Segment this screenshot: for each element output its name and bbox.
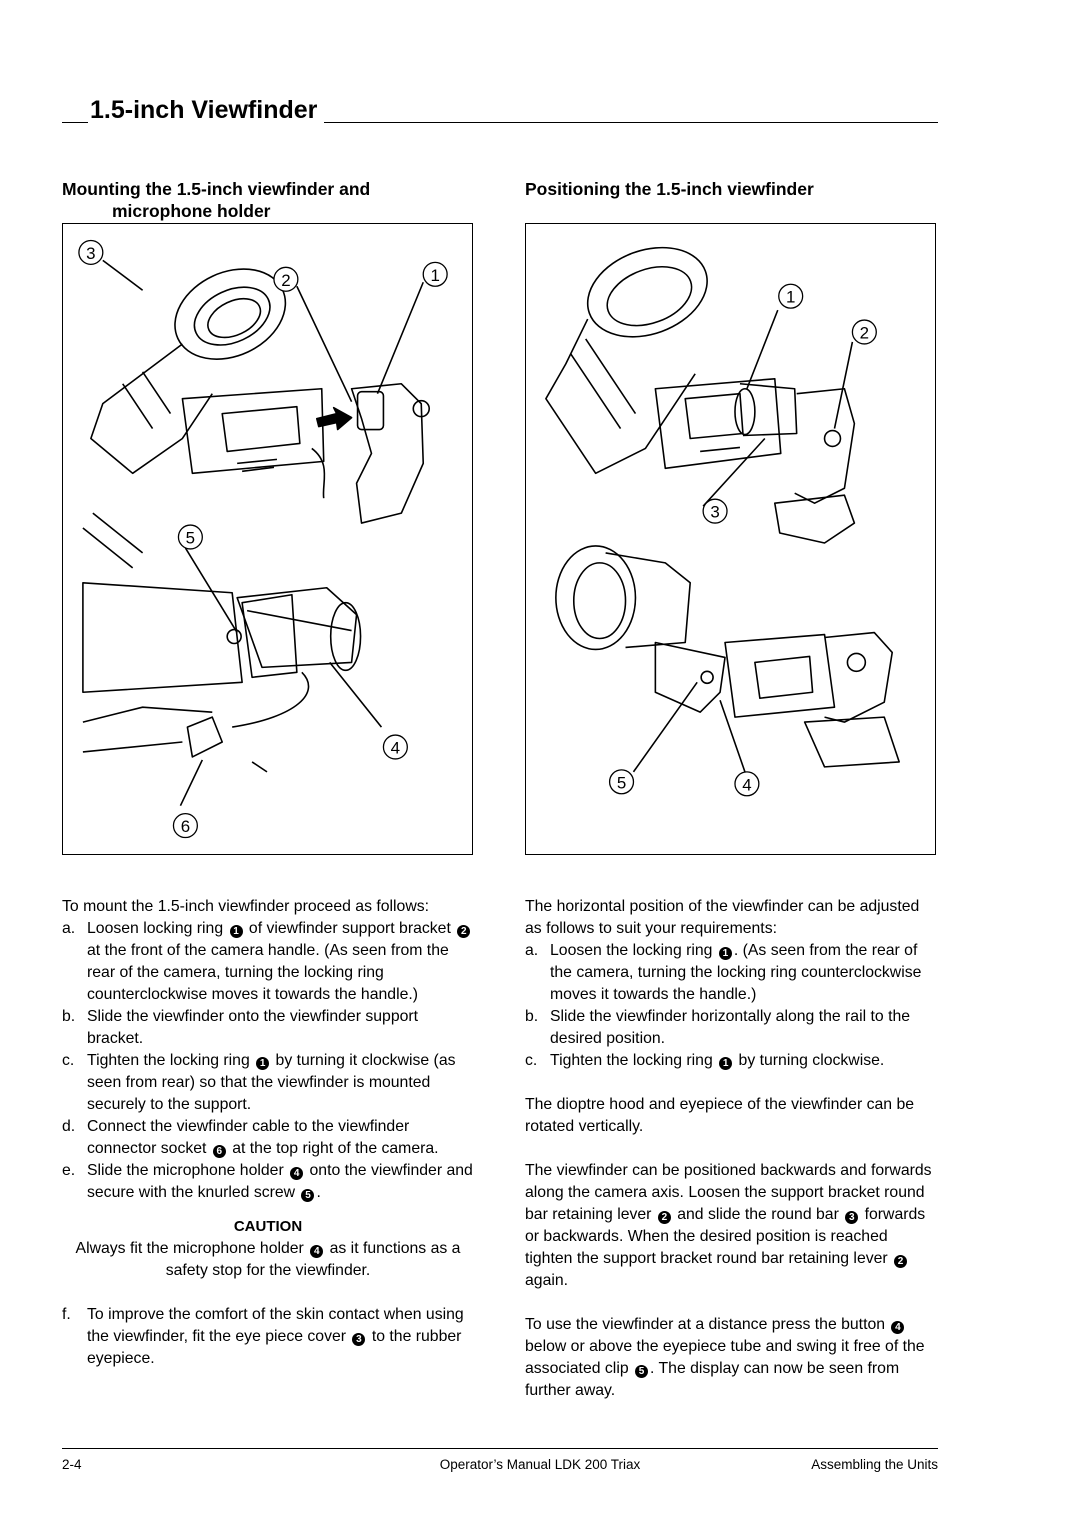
right-section-heading: Positioning the 1.5-inch viewfinder	[525, 179, 814, 199]
callout-2: 2	[851, 319, 877, 345]
reference-number-badge: 6	[212, 1145, 226, 1158]
step-text: Tighten the locking ring 1 by turning cl…	[550, 1052, 885, 1070]
footer-section: Assembling the Units	[811, 1457, 938, 1472]
svg-text:3: 3	[86, 244, 95, 263]
left-step-item: d. Connect the viewfinder cable to the vi…	[62, 1116, 474, 1160]
left-text-column: To mount the 1.5-inch viewfinder proceed…	[62, 896, 474, 1370]
step-text: Tighten the locking ring 1 by turning it…	[87, 1052, 456, 1113]
positioning-callouts: 1 2 3 5 4	[608, 283, 877, 797]
page-title-row: 1.5-inch Viewfinder	[62, 96, 938, 126]
svg-text:5: 5	[186, 529, 195, 548]
right-step-item: b. Slide the viewfinder horizontally alon…	[525, 1006, 937, 1050]
caution-label: CAUTION	[233, 1218, 303, 1235]
reference-number-badge: 5	[635, 1365, 649, 1378]
reference-number-badge: 5	[301, 1189, 315, 1202]
right-para-axis: The viewfinder can be positioned backwar…	[525, 1162, 932, 1289]
step-text: Slide the viewfinder onto the viewfinder…	[87, 1008, 419, 1047]
right-steps-list: a. Loosen the locking ring 1. (As seen fr…	[525, 940, 937, 1072]
svg-text:2: 2	[281, 271, 290, 290]
step-marker: f.	[62, 1306, 71, 1323]
reference-number-badge: 4	[310, 1245, 324, 1258]
callout-3: 3	[702, 498, 728, 524]
reference-number-badge: 4	[891, 1321, 905, 1334]
mounting-figure: 3 2 1 5 4 6	[62, 223, 473, 855]
left-heading-line2: microphone holder	[112, 201, 271, 221]
reference-number-badge: 2	[457, 925, 471, 938]
left-step-item: a. Loosen locking ring 1 of viewfinder su…	[62, 918, 474, 1006]
reference-number-badge: 4	[290, 1167, 304, 1180]
step-marker: c.	[525, 1052, 538, 1069]
step-text: To improve the comfort of the skin conta…	[87, 1306, 464, 1367]
mounting-callouts: 3 2 1 5 4 6	[78, 239, 448, 839]
svg-text:1: 1	[786, 288, 795, 307]
left-steps-list: a. Loosen locking ring 1 of viewfinder su…	[62, 918, 474, 1204]
step-text: Loosen locking ring 1 of viewfinder supp…	[87, 920, 472, 1003]
page-title: 1.5-inch Viewfinder	[90, 96, 318, 124]
caution-text: Always fit the microphone holder 4 as it…	[75, 1240, 461, 1279]
svg-text:2: 2	[860, 324, 869, 343]
svg-text:1: 1	[430, 266, 439, 285]
right-step-item: c. Tighten the locking ring 1 by turning …	[525, 1050, 937, 1072]
step-marker: d.	[62, 1118, 76, 1135]
callout-4: 4	[382, 734, 408, 760]
left-intro: To mount the 1.5-inch viewfinder proceed…	[62, 898, 430, 915]
footer-rule	[62, 1448, 938, 1449]
left-heading-line1: Mounting the 1.5-inch viewfinder and	[62, 179, 371, 199]
footer-manual-title: Operator’s Manual LDK 200 Triax	[439, 1457, 641, 1472]
step-text: Loosen the locking ring 1. (As seen from…	[550, 942, 922, 1003]
callout-1: 1	[778, 283, 804, 309]
reference-number-badge: 3	[352, 1333, 366, 1346]
reference-number-badge: 1	[718, 947, 732, 960]
svg-text:6: 6	[181, 817, 190, 836]
positioning-illustration: 1 2 3 5 4	[545, 246, 900, 797]
svg-text:4: 4	[742, 775, 751, 794]
reference-number-badge: 1	[229, 925, 243, 938]
reference-number-badge: 2	[657, 1211, 671, 1224]
right-step-item: a. Loosen the locking ring 1. (As seen fr…	[525, 940, 937, 1006]
left-step-item: f. To improve the comfort of the skin con…	[62, 1304, 474, 1370]
step-marker: c.	[62, 1052, 75, 1069]
right-text-column: The horizontal position of the viewfinde…	[525, 896, 937, 1402]
left-step-f: f. To improve the comfort of the skin con…	[62, 1304, 474, 1370]
callout-4: 4	[734, 771, 760, 797]
right-para-dioptre: The dioptre hood and eyepiece of the vie…	[525, 1096, 915, 1135]
reference-number-badge: 3	[845, 1211, 859, 1224]
left-section-heading: Mounting the 1.5-inch viewfinder and mic…	[62, 178, 370, 222]
right-para-distance: To use the viewfinder at a distance pres…	[525, 1316, 925, 1399]
step-marker: a.	[62, 920, 76, 937]
callout-6: 6	[172, 813, 198, 839]
svg-text:4: 4	[391, 738, 400, 757]
reference-number-badge: 1	[256, 1057, 270, 1070]
reference-number-badge: 2	[894, 1255, 908, 1268]
step-text: Slide the microphone holder 4 onto the v…	[87, 1162, 473, 1202]
svg-text:3: 3	[710, 503, 719, 522]
right-intro: The horizontal position of the viewfinde…	[525, 898, 920, 937]
left-step-item: c. Tighten the locking ring 1 by turning …	[62, 1050, 474, 1116]
callout-5: 5	[177, 524, 203, 550]
title-lead-rule	[62, 122, 88, 123]
left-step-item: e. Slide the microphone holder 4 onto the…	[62, 1160, 474, 1204]
callout-3: 3	[78, 239, 104, 265]
svg-text:5: 5	[617, 773, 626, 792]
reference-number-badge: 1	[719, 1057, 733, 1070]
step-marker: a.	[525, 942, 539, 959]
callout-5: 5	[608, 769, 635, 795]
callout-1: 1	[422, 261, 448, 287]
positioning-figure: 1 2 3 5 4	[525, 223, 936, 855]
title-rule	[324, 122, 938, 123]
left-step-item: b. Slide the viewfinder onto the viewfind…	[62, 1006, 474, 1050]
step-marker: b.	[525, 1008, 539, 1025]
callout-2: 2	[273, 266, 299, 292]
step-marker: b.	[62, 1008, 76, 1025]
step-marker: e.	[62, 1162, 76, 1179]
step-text: Connect the viewfinder cable to the view…	[87, 1118, 439, 1158]
footer-page-number: 2-4	[62, 1457, 82, 1472]
step-text: Slide the viewfinder horizontally along …	[550, 1008, 911, 1047]
mounting-illustration: 3 2 1 5 4 6	[78, 239, 448, 839]
